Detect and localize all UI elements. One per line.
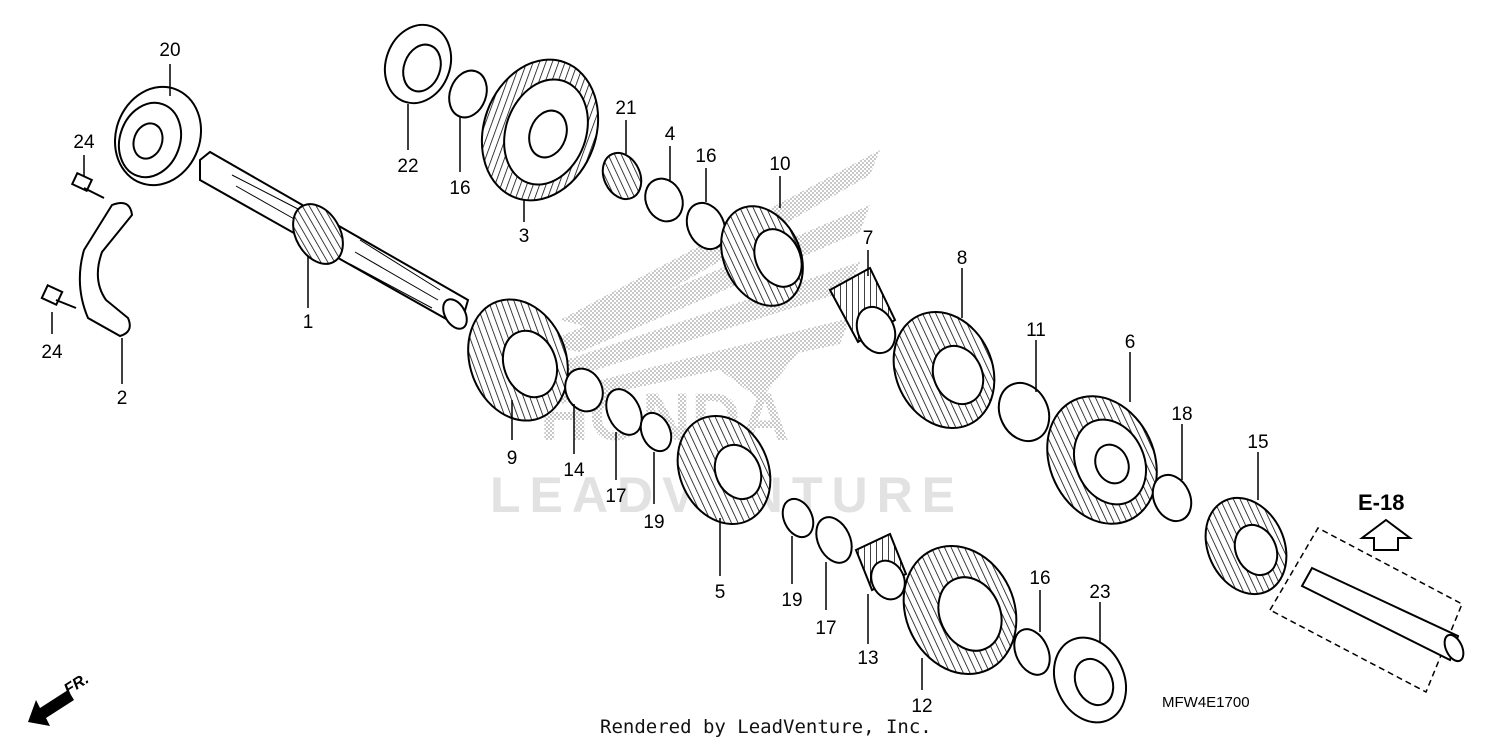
callout-4: 4 <box>665 124 676 145</box>
callout-12: 12 <box>911 696 932 717</box>
part-12-gear <box>902 544 1018 676</box>
callout-11: 11 <box>1026 320 1046 341</box>
countershaft-reference <box>1268 527 1465 694</box>
part-2-bracket <box>78 202 134 338</box>
part-22-bearing <box>383 23 453 105</box>
callout-9: 9 <box>507 448 518 469</box>
callout-14: 14 <box>563 460 585 481</box>
part-20-bearing <box>113 85 203 187</box>
parts-drawing <box>40 23 1465 724</box>
callout-2: 2 <box>117 388 128 409</box>
part-18-washer <box>1151 473 1193 523</box>
part-19-circlip-a <box>639 411 673 453</box>
callout-7: 7 <box>863 228 874 249</box>
callout-6: 6 <box>1125 332 1136 353</box>
diagram-reference-code: MFW4E1700 <box>1162 694 1250 711</box>
callout-8: 8 <box>957 248 968 269</box>
callout-20: 20 <box>159 40 180 61</box>
part-5-gear <box>676 414 772 526</box>
part-15-gear <box>1204 496 1288 596</box>
part-24-bolt-lower <box>40 283 77 309</box>
leader-lines <box>51 64 1259 690</box>
callout-10: 10 <box>769 154 790 175</box>
part-6-gear <box>1046 395 1158 525</box>
part-24-bolt-upper <box>70 171 105 199</box>
callout-17-b: 17 <box>815 618 836 639</box>
part-21-needle-bearing <box>601 151 643 201</box>
part-7-needle-bearing <box>828 266 897 355</box>
callout-1: 1 <box>303 312 314 333</box>
callout-13: 13 <box>857 648 878 669</box>
part-23-bearing <box>1053 636 1127 724</box>
callout-24-upper: 24 <box>73 132 95 153</box>
part-17-washer-a <box>605 388 643 436</box>
callout-21: 21 <box>615 98 636 119</box>
callout-16-b: 16 <box>695 146 716 167</box>
part-4-bushing <box>644 177 684 223</box>
e18-arrow-icon <box>1359 518 1413 551</box>
callout-23: 23 <box>1089 582 1110 603</box>
part-1-mainshaft <box>199 150 470 330</box>
part-13-needle-bearing <box>854 532 908 601</box>
part-10-gear <box>720 205 804 307</box>
callout-24-lower: 24 <box>41 342 63 363</box>
callout-3: 3 <box>519 226 530 247</box>
footer-credit: Rendered by LeadVenture, Inc. <box>600 716 932 738</box>
part-8-gear <box>892 310 996 430</box>
callout-16-a: 16 <box>449 178 470 199</box>
part-19-circlip-b <box>781 497 815 539</box>
part-16-washer-b <box>685 201 727 251</box>
section-reference-e18[interactable]: E-18 <box>1358 490 1405 515</box>
front-arrow-icon <box>28 690 74 726</box>
part-17-washer-b <box>815 516 853 564</box>
part-16-washer-c <box>1013 628 1051 676</box>
part-3-gear <box>480 58 600 202</box>
callout-17-a: 17 <box>605 486 626 507</box>
callout-19-b: 19 <box>781 590 802 611</box>
callout-19-a: 19 <box>643 512 664 533</box>
callout-15: 15 <box>1247 432 1268 453</box>
callout-22: 22 <box>397 156 418 177</box>
callout-numbers: 20 24 24 2 1 22 16 3 21 4 16 10 7 8 11 6… <box>41 40 1268 717</box>
callout-18: 18 <box>1171 404 1192 425</box>
part-14-bushing <box>564 367 604 413</box>
callout-16-c: 16 <box>1029 568 1050 589</box>
part-11-bushing <box>997 381 1051 443</box>
part-9-gear <box>467 298 569 422</box>
callout-5: 5 <box>715 582 726 603</box>
